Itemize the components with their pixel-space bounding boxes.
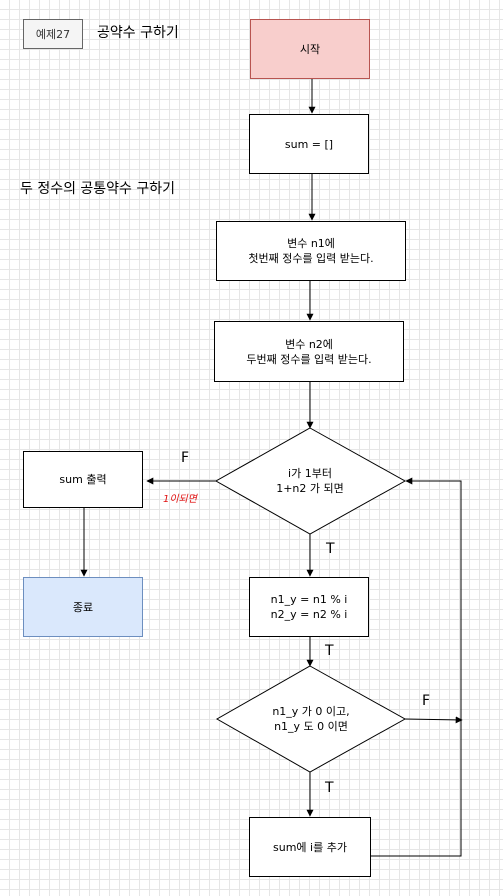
node-input-n2-line2: 두번째 정수를 입력 받는다. (246, 352, 372, 366)
node-print-sum-label: sum 출력 (59, 473, 107, 486)
node-end-label: 종료 (72, 600, 94, 614)
zero-condition-text: n1_y 가 0 이고, n1_y 도 0 이면 (247, 699, 375, 739)
node-print-sum: sum 출력 (23, 451, 143, 508)
zero-condition-line2: n1_y 도 0 이면 (274, 720, 348, 733)
label-loop-false-note: 1이되면 (163, 494, 197, 505)
diamond-loop-cond (214, 427, 407, 535)
node-append: sum에 i를 추가 (249, 817, 371, 877)
problem-description: 두 정수의 공통약수 구하기 (20, 181, 176, 197)
page-title: 공약수 구하기 (97, 25, 179, 41)
example-number-tag: 예제27 (23, 19, 83, 49)
node-mod-calc: n1_y = n1 % i n2_y = n2 % i (249, 577, 369, 637)
label-loop-true: T (326, 541, 335, 557)
node-init: sum = [] (249, 114, 369, 174)
loop-condition-text: i가 1부터 1+n2 가 되면 (246, 461, 374, 501)
edge-append-loopback (371, 477, 462, 857)
loop-condition-line2: 1+n2 가 되면 (276, 482, 344, 495)
node-input-n2-line1: 변수 n2에 (285, 337, 333, 351)
edge-zero-false (404, 716, 463, 724)
node-input-n1-line2: 첫번째 정수를 입력 받는다. (248, 252, 374, 265)
node-input-n1: 변수 n1에 첫번째 정수를 입력 받는다. (216, 221, 406, 281)
label-loop-false: F (181, 450, 190, 466)
node-mod-calc-line1: n1_y = n1 % i (270, 593, 348, 606)
node-start: 시작 (250, 19, 370, 79)
node-end: 종료 (23, 577, 143, 637)
label-mod-true: T (325, 643, 334, 659)
loop-condition-line1: i가 1부터 (288, 467, 332, 480)
node-start-label: 시작 (299, 42, 321, 56)
node-init-label: sum = [] (284, 137, 334, 151)
node-mod-calc-line2: n2_y = n2 % i (270, 608, 348, 621)
node-input-n1-line1: 변수 n1에 (287, 237, 335, 250)
label-zero-false: F (422, 693, 431, 709)
node-append-label: sum에 i를 추가 (273, 840, 347, 854)
diamond-zero-cond (215, 665, 407, 773)
node-input-n2: 변수 n2에 두번째 정수를 입력 받는다. (214, 321, 404, 382)
zero-condition-line1: n1_y 가 0 이고, (272, 705, 350, 718)
label-zero-true: T (325, 780, 334, 796)
